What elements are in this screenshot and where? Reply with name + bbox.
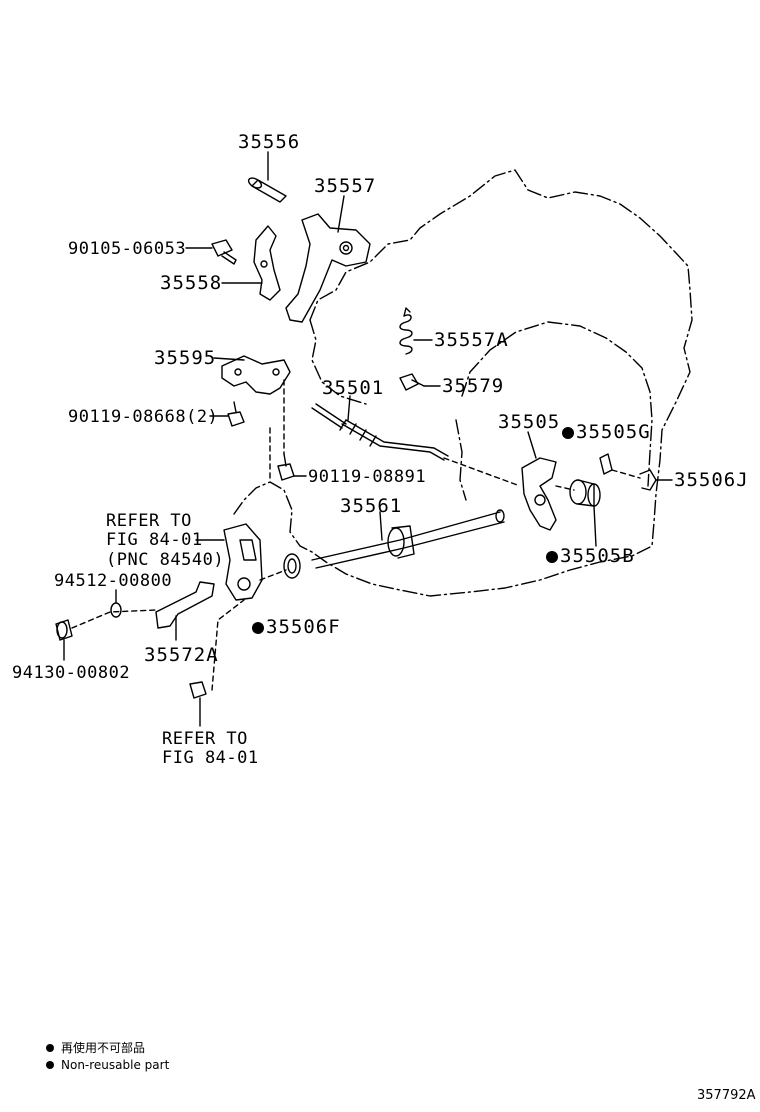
- callout-35505: 35505: [498, 411, 561, 433]
- refer-note-upper-line1: REFER TO: [106, 511, 192, 531]
- lever-35572A: [155, 581, 215, 629]
- bracket-35595: [221, 355, 291, 395]
- bolt-lower: [189, 681, 207, 699]
- pin-35505G: [599, 453, 613, 475]
- collar-35505B: [569, 479, 601, 507]
- callout-35561: 35561: [340, 495, 403, 517]
- pin-35556: [247, 177, 287, 203]
- legend-dot-icon: [46, 1061, 54, 1069]
- refer-note-lower-line2: FIG 84-01: [162, 748, 259, 768]
- refer-note-lower-line1: REFER TO: [162, 729, 248, 749]
- callout-35501: 35501: [322, 377, 385, 399]
- legend-text-ja: 再使用不可部品: [61, 1041, 146, 1055]
- bolt-90119-08891: [277, 453, 295, 481]
- callout-35506F: 35506F: [252, 618, 341, 637]
- legend-text-en: Non-reusable part: [61, 1058, 170, 1072]
- seal-35506F: [283, 553, 301, 579]
- callout-35505G: 35505G: [562, 423, 651, 442]
- bolt-90119-08668: [227, 401, 245, 427]
- refer-note-upper-line3: (PNC 84540): [106, 550, 225, 570]
- callout-90105-06053: 90105-06053: [68, 239, 187, 259]
- refer-note-upper-line2: FIG 84-01: [106, 530, 203, 550]
- plate-35558: [253, 225, 281, 301]
- rod-35501: [311, 403, 449, 461]
- legend-dot-icon: [46, 1044, 54, 1052]
- callout-35557: 35557: [314, 175, 377, 197]
- bolt-90105: [211, 239, 237, 265]
- shaft-35561: [311, 509, 505, 569]
- callout-94512-00800: 94512-00800: [54, 571, 173, 591]
- callout-35505B: 35505B: [546, 547, 635, 566]
- callout-35557A: 35557A: [434, 329, 509, 351]
- washer-94512: [110, 602, 122, 618]
- case-boss: [309, 319, 367, 405]
- callout-35558: 35558: [160, 272, 223, 294]
- case-flange: [455, 419, 467, 501]
- neutral-switch: [223, 523, 263, 601]
- callout-35595: 35595: [154, 347, 217, 369]
- callout-35572A: 35572A: [144, 644, 219, 666]
- lever-35557: [285, 213, 371, 323]
- figure-number: 357792A: [697, 1088, 756, 1103]
- legend-japanese: 再使用不可部品: [46, 1040, 145, 1056]
- callout-94130-00802: 94130-00802: [12, 663, 131, 683]
- callout-90119-08668: 90119-08668(2): [68, 407, 219, 427]
- callout-35506J: 35506J: [674, 469, 749, 491]
- nut-94130: [55, 619, 73, 641]
- callout-35556: 35556: [238, 131, 301, 153]
- legend-english: Non-reusable part: [46, 1057, 169, 1073]
- spring-35557A: [399, 307, 413, 355]
- case-inner-contour: [461, 321, 653, 487]
- detent-lever-35505: [521, 457, 557, 531]
- callout-90119-08891: 90119-08891: [308, 467, 427, 487]
- plug-35579: [399, 373, 425, 391]
- callout-35579: 35579: [442, 375, 505, 397]
- transmission-case-outline: [233, 169, 693, 597]
